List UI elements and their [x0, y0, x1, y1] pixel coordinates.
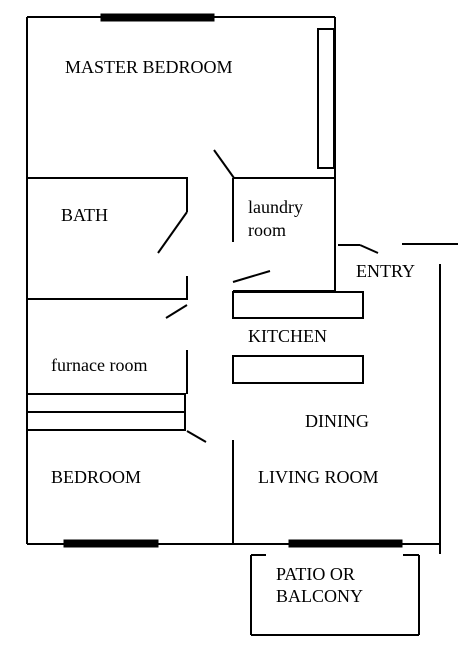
bath-door-leaf — [157, 211, 188, 254]
master-closet — [317, 28, 335, 169]
label-kitchen: KITCHEN — [248, 326, 327, 346]
label-bedroom: BEDROOM — [51, 467, 141, 487]
label-bath: BATH — [61, 205, 108, 225]
label-dining: DINING — [305, 411, 369, 431]
label-living-room: LIVING ROOM — [258, 467, 379, 487]
label-patio-line2: BALCONY — [276, 586, 363, 606]
kitchen-counters — [232, 291, 364, 384]
entry-door-leaf — [359, 244, 379, 254]
closet-shelf-upper — [26, 393, 186, 413]
window-living-room — [288, 539, 403, 548]
hall-closets — [26, 393, 186, 431]
master-door-leaf — [213, 149, 235, 179]
window-master-bedroom — [100, 13, 215, 22]
closet-shelf-lower — [26, 411, 186, 431]
label-master-bedroom: MASTER BEDROOM — [65, 57, 233, 77]
label-furnace-room: furnace room — [51, 355, 147, 375]
windows — [63, 13, 403, 548]
patio-outline — [250, 554, 420, 636]
label-laundry-line2: room — [248, 220, 286, 240]
furnace-door-leaf — [165, 304, 188, 319]
kitchen-counter-upper — [232, 291, 364, 319]
laundry-door-leaf — [232, 270, 271, 283]
room-labels: MASTER BEDROOM BATH laundry room ENTRY K… — [51, 57, 415, 606]
label-patio-line1: PATIO OR — [276, 564, 355, 584]
bedroom-door-leaf — [186, 430, 207, 443]
label-laundry-line1: laundry — [248, 197, 303, 217]
kitchen-counter-lower — [232, 355, 364, 384]
label-entry: ENTRY — [356, 261, 415, 281]
window-bedroom — [63, 539, 159, 548]
